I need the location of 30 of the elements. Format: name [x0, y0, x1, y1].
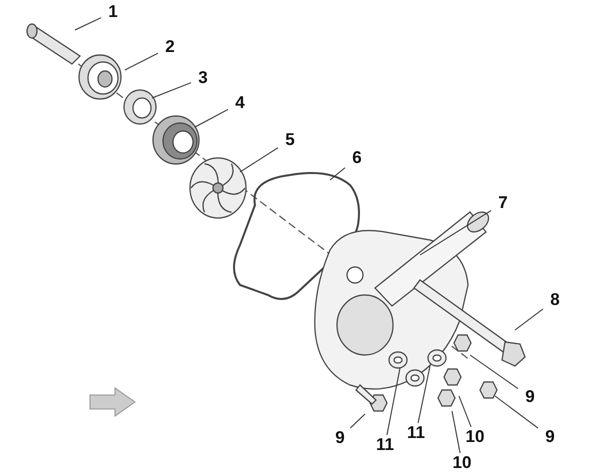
leader-line [514, 308, 544, 330]
callout-number: 4 [229, 94, 251, 112]
callout-number: 3 [192, 69, 214, 87]
callout-number: 11 [405, 424, 427, 442]
callout-number: 7 [492, 194, 514, 212]
leader-line [240, 147, 278, 172]
leader-line [420, 210, 492, 256]
leader-line [452, 410, 461, 454]
leader-line [152, 82, 192, 98]
callout-number: 9 [539, 428, 561, 446]
callout-number: 10 [451, 454, 473, 472]
callout-number: 5 [279, 131, 301, 149]
callout-number: 10 [464, 428, 486, 446]
leader-line [194, 108, 228, 128]
callout-number: 9 [519, 388, 541, 406]
leader-line [494, 396, 538, 429]
leader-line [350, 414, 366, 428]
callout-number: 1 [102, 3, 124, 21]
leader-line [386, 368, 400, 436]
leader-line [470, 354, 518, 390]
leader-line [124, 52, 158, 70]
callout-number: 9 [329, 429, 351, 447]
leader-line [74, 17, 102, 30]
callout-number: 8 [544, 291, 566, 309]
leader-line [330, 167, 346, 180]
callout-number: 2 [159, 38, 181, 56]
callout-number: 6 [346, 149, 368, 167]
leader-line [418, 366, 430, 424]
leader-line [458, 396, 472, 428]
callout-number: 11 [374, 436, 396, 454]
